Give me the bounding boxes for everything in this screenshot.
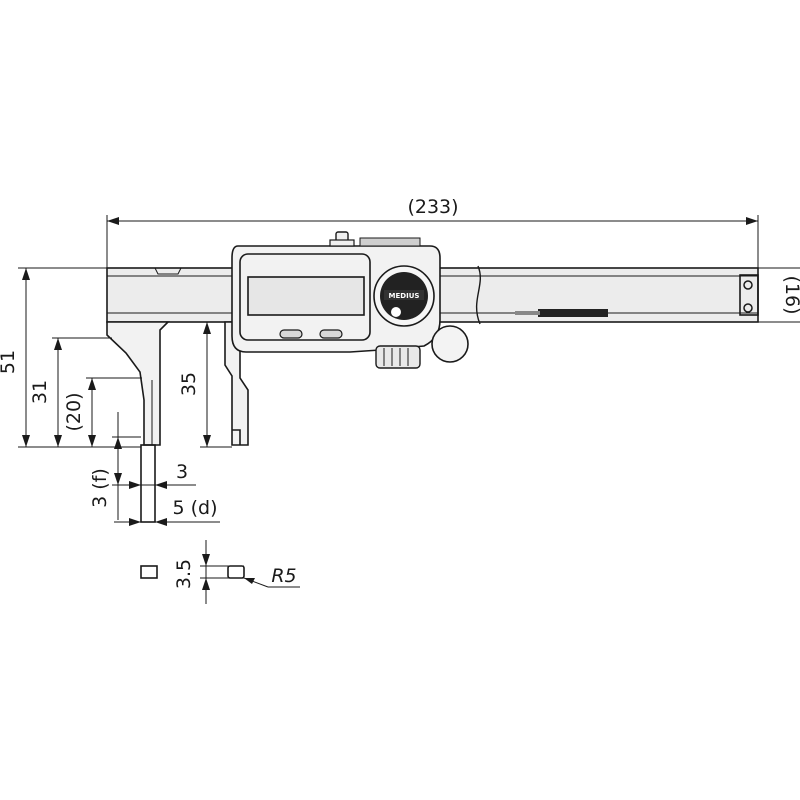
lcd-screen bbox=[247, 276, 365, 316]
overall-length-label: (233) bbox=[407, 196, 458, 218]
jaw-depth-31-label: 31 bbox=[29, 380, 51, 404]
thumb-roller[interactable] bbox=[375, 345, 421, 369]
beam-height-dimension: (16) bbox=[758, 267, 800, 323]
tip-width-label: 3 bbox=[176, 461, 188, 483]
logo-text: MEDIUS bbox=[389, 292, 420, 300]
zero-button[interactable] bbox=[279, 329, 303, 339]
slider-jaw-35-label: 35 bbox=[178, 372, 200, 396]
total-height-label: 51 bbox=[0, 350, 19, 374]
fixed-jaw bbox=[106, 321, 170, 523]
mode-button[interactable] bbox=[319, 329, 343, 339]
section-view: 3.5 R5 bbox=[140, 540, 300, 604]
tip-length-label: 5 (d) bbox=[172, 497, 217, 519]
beam-height-label: (16) bbox=[781, 275, 800, 314]
jaw-depth-20-dimension: (20) bbox=[63, 377, 142, 447]
jaw-depth-20-label: (20) bbox=[63, 392, 85, 431]
side-knob[interactable] bbox=[431, 325, 469, 363]
radius-label: R5 bbox=[271, 565, 296, 587]
section-height-label: 3.5 bbox=[173, 559, 195, 589]
slider-jaw-35-dimension: 35 bbox=[178, 322, 232, 448]
jaw-depth-31-dimension: 31 bbox=[29, 337, 112, 447]
tip-offset-label: 3 (f) bbox=[89, 468, 111, 508]
display-head: MEDIUS bbox=[231, 231, 469, 369]
tip-dimensions: 3 (f) 3 5 (d) bbox=[89, 412, 220, 526]
overall-length-dimension: (233) bbox=[106, 196, 759, 268]
